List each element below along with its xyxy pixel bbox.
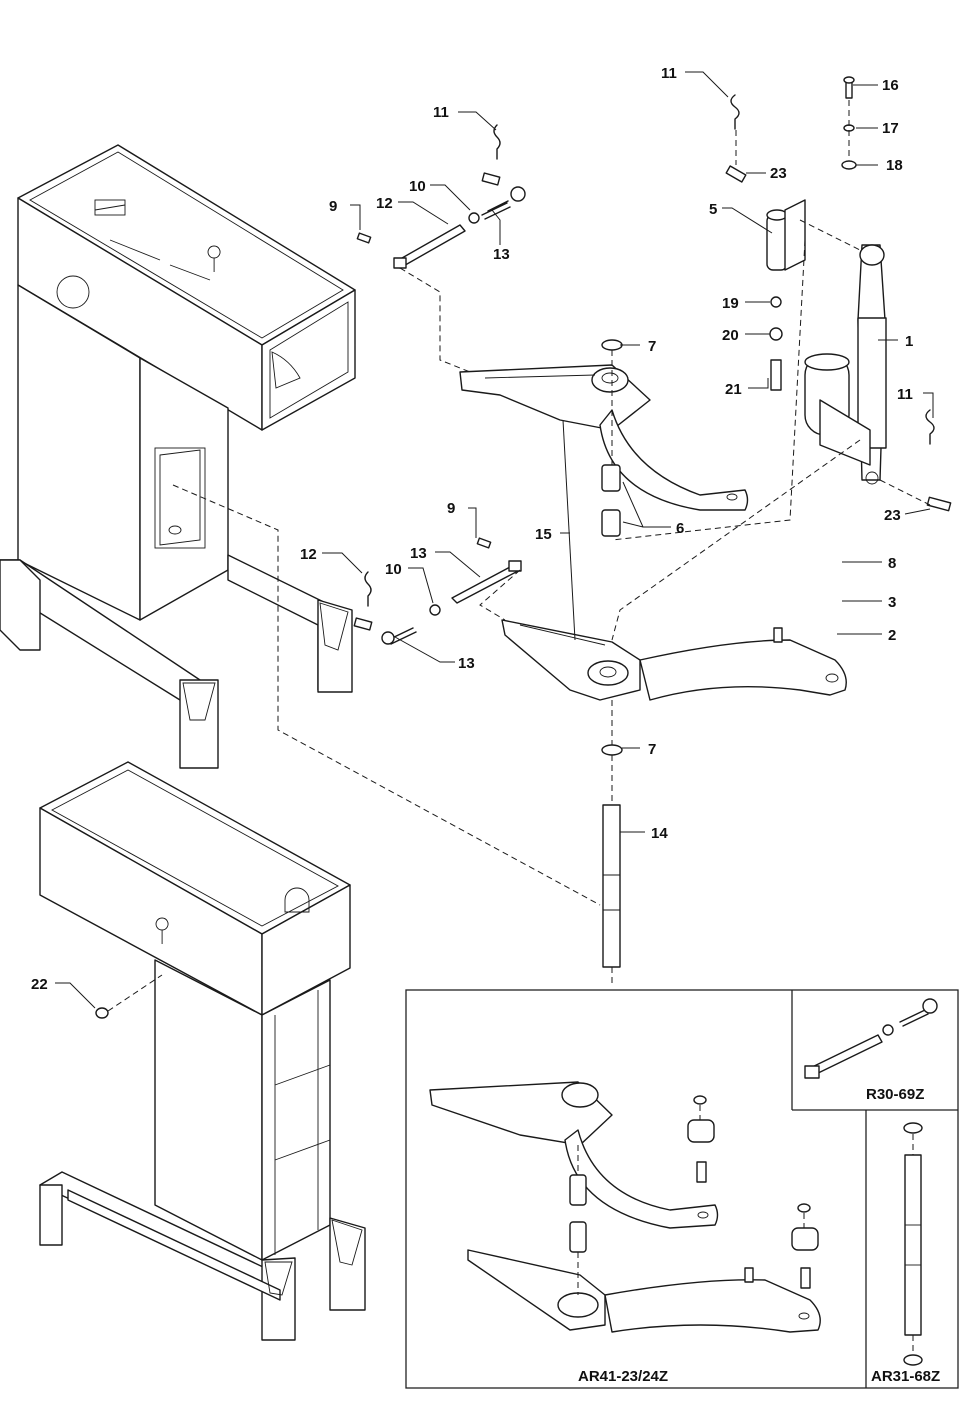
callout-3: 3 xyxy=(888,594,896,611)
callout-11: 11 xyxy=(433,104,449,121)
callout-12: 13 xyxy=(410,545,427,562)
ar41-inset-arms xyxy=(429,1081,821,1333)
assembly-lines xyxy=(172,239,861,906)
callout-9: 9 xyxy=(329,198,337,215)
kit-label-ar31-68z: AR31-68Z xyxy=(871,1368,940,1385)
callout-14: 14 xyxy=(651,825,668,842)
callout-10: 10 xyxy=(409,178,426,195)
callout-17: 17 xyxy=(882,120,899,137)
actuator xyxy=(804,244,887,485)
inset-frame xyxy=(405,989,959,1389)
r30-inset-rod xyxy=(804,998,938,1079)
callout-9: 9 xyxy=(447,500,455,517)
callout-15: 15 xyxy=(535,526,552,543)
callout-18: 18 xyxy=(886,157,903,174)
callout-12: 12 xyxy=(376,195,393,212)
callout-20: 20 xyxy=(722,327,739,344)
callout-7: 7 xyxy=(648,338,656,355)
shaft-assembly xyxy=(601,339,623,985)
bracket-5 xyxy=(725,76,952,512)
callout-8: 8 xyxy=(888,555,896,572)
callout-11: 12 xyxy=(300,546,317,563)
callout-7: 7 xyxy=(648,741,656,758)
upper-arm xyxy=(459,364,749,511)
callout-10: 10 xyxy=(385,561,402,578)
callout-22: 22 xyxy=(31,976,48,993)
upper-link-rod xyxy=(356,124,526,269)
callout-2: 2 xyxy=(888,627,896,644)
callout-23: 23 xyxy=(770,165,787,182)
lower-stand xyxy=(39,761,366,1341)
callout-11: 11 xyxy=(897,386,913,403)
callout-11: 11 xyxy=(661,65,677,82)
leader-lines xyxy=(55,71,934,1009)
callout-5: 5 xyxy=(709,201,717,218)
callout-6: 6 xyxy=(676,520,684,537)
callout-1: 1 xyxy=(905,333,913,350)
kit-label-r30-69z: R30-69Z xyxy=(866,1086,924,1103)
callout-13: 13 xyxy=(458,655,475,672)
callout-16: 16 xyxy=(882,77,899,94)
callout-23: 23 xyxy=(884,507,901,524)
upper-stand xyxy=(0,144,356,769)
callout-19: 19 xyxy=(722,295,739,312)
callout-21: 21 xyxy=(725,381,742,398)
kit-label-ar41-23-24z: AR41-23/24Z xyxy=(578,1368,668,1385)
callout-labels: 11 16 17 18 23 11 10 12 9 13 5 19 20 21 … xyxy=(31,65,913,993)
lower-link-rod xyxy=(353,537,522,645)
ar31-inset-shaft xyxy=(903,1122,923,1366)
lower-arm xyxy=(501,619,847,701)
callout-13: 13 xyxy=(493,246,510,263)
